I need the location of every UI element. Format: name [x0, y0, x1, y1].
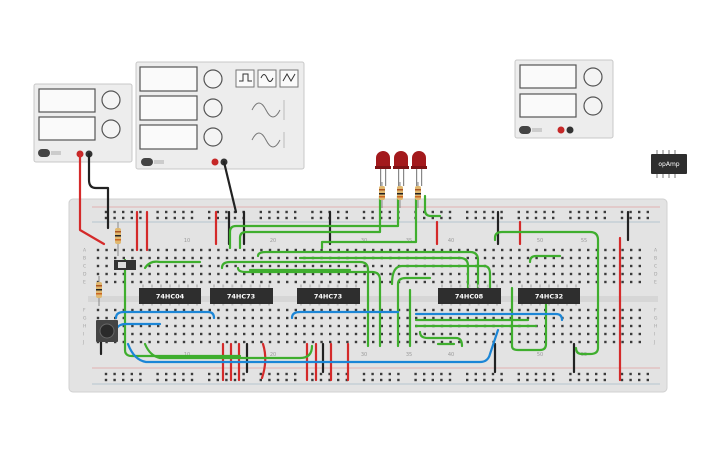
- fg-positive-terminal-icon[interactable]: [211, 158, 219, 166]
- negative-terminal-icon[interactable]: [566, 126, 574, 134]
- resistor-icon: [397, 182, 403, 208]
- resistor-icon: [379, 182, 385, 208]
- chip-label: 74HC08: [455, 293, 484, 301]
- row-letter: E: [83, 280, 86, 286]
- column-number: 40: [448, 238, 454, 244]
- row-letter: A: [654, 248, 658, 254]
- power-supply-right[interactable]: [514, 59, 614, 139]
- chip-label: 74HC32: [535, 293, 563, 301]
- offset-knob-icon[interactable]: [203, 127, 223, 147]
- column-number: 30: [361, 352, 367, 358]
- voltage-knob-icon[interactable]: [583, 67, 603, 87]
- led-icon: [393, 151, 409, 186]
- frequency-knob-icon[interactable]: [203, 69, 223, 89]
- resistor-group[interactable]: [96, 182, 421, 306]
- amplitude-knob-icon[interactable]: [203, 98, 223, 118]
- row-letter: F: [83, 308, 86, 314]
- column-number: 50: [537, 352, 543, 358]
- wires[interactable]: [78, 152, 630, 382]
- chip-label: 74HC04: [156, 293, 185, 301]
- fg-power-switch-icon[interactable]: [141, 158, 153, 166]
- resistor-icon: [115, 222, 121, 256]
- column-number: 35: [406, 352, 412, 358]
- opamp-label: opAmp: [658, 161, 679, 168]
- led-icon: [411, 151, 427, 186]
- row-letter: B: [83, 256, 86, 262]
- led-group[interactable]: [375, 151, 427, 186]
- row-letter: A: [83, 248, 87, 254]
- row-letter: H: [654, 324, 657, 330]
- column-number: 20: [270, 238, 276, 244]
- column-number: 40: [448, 352, 454, 358]
- row-letter: F: [654, 308, 657, 314]
- row-letter: B: [654, 256, 657, 262]
- current-knob-icon[interactable]: [583, 96, 603, 116]
- square-wave-icon[interactable]: [235, 69, 255, 88]
- chip-74hc04[interactable]: 74HC04: [139, 288, 201, 304]
- row-letter: G: [654, 316, 658, 322]
- row-letter: I: [654, 332, 655, 338]
- positive-terminal-icon[interactable]: [557, 126, 565, 134]
- chip-74hc73[interactable]: 74HC73: [297, 288, 360, 304]
- power-switch-icon[interactable]: [38, 149, 50, 157]
- row-letter: C: [654, 264, 657, 270]
- column-number: 50: [537, 238, 543, 244]
- chip-74hc08[interactable]: 74HC08: [438, 288, 501, 304]
- row-letter: D: [654, 272, 658, 278]
- slide-switch[interactable]: [114, 260, 136, 270]
- power-switch-icon[interactable]: [519, 126, 531, 134]
- power-supply-left[interactable]: [33, 83, 133, 163]
- column-number: 20: [270, 352, 276, 358]
- row-letter: J: [653, 340, 655, 346]
- led-icon: [375, 151, 391, 186]
- row-letter: E: [654, 280, 657, 286]
- row-letter: H: [83, 324, 86, 330]
- resistor-icon: [415, 182, 421, 208]
- row-letter: I: [83, 332, 84, 338]
- column-number: 55: [581, 238, 587, 244]
- function-generator[interactable]: [135, 61, 305, 170]
- resistor-icon: [96, 276, 102, 306]
- voltage-knob-icon[interactable]: [101, 90, 121, 110]
- column-number: 10: [184, 238, 190, 244]
- chip-label: 74HC73: [314, 293, 342, 301]
- chip-74hc73[interactable]: 74HC73: [210, 288, 273, 304]
- row-letter: J: [82, 340, 84, 346]
- sine-wave-icon[interactable]: [257, 69, 277, 88]
- opamp-chip[interactable]: opAmp: [651, 150, 687, 178]
- chip-label: 74HC73: [227, 293, 255, 301]
- current-knob-icon[interactable]: [101, 119, 121, 139]
- row-letter: D: [83, 272, 87, 278]
- push-button[interactable]: [96, 320, 118, 342]
- triangle-wave-icon[interactable]: [279, 69, 299, 88]
- chip-74hc32[interactable]: 74HC32: [518, 288, 580, 304]
- row-letter: C: [83, 264, 86, 270]
- row-letter: G: [83, 316, 87, 322]
- waveform-preview-icon: [251, 100, 285, 148]
